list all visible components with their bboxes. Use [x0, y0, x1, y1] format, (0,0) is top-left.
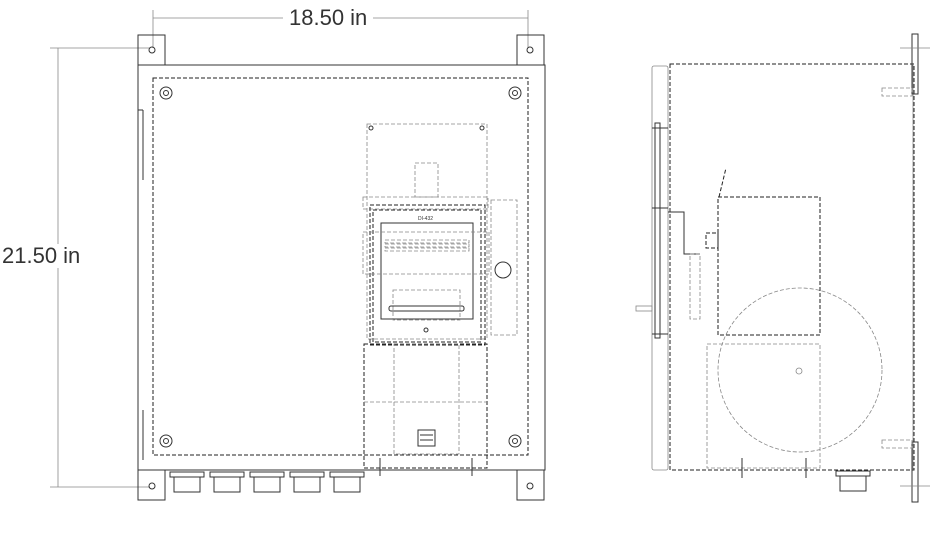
mount-tab-top-right — [516, 34, 545, 66]
front-view: DI-432 — [137, 34, 546, 501]
height-dimension-label: 21.50 in — [0, 243, 83, 268]
panel-screws — [159, 86, 522, 448]
device-label: DI-432 — [418, 216, 433, 222]
side-body — [669, 63, 915, 471]
side-door — [651, 65, 669, 471]
side-view — [635, 33, 930, 503]
enclosure-door — [137, 64, 546, 471]
inner-panel — [152, 77, 529, 456]
transformer-outline — [717, 287, 883, 453]
width-dimension-label: 18.50 in — [283, 6, 374, 30]
mount-tab-bottom-right — [516, 469, 545, 501]
mount-tab-top-left — [137, 34, 166, 66]
mount-tab-bottom-left — [137, 469, 166, 501]
cable-glands — [169, 471, 365, 493]
